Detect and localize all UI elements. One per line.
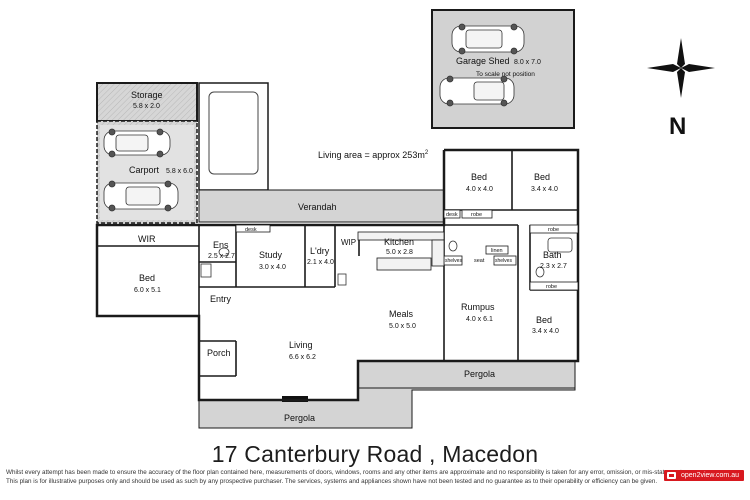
robe-label: robe xyxy=(471,212,482,218)
ldry-dims: 2.1 x 4.0 xyxy=(307,259,334,266)
pergola-right-label: Pergola xyxy=(464,369,495,379)
car-icon xyxy=(103,180,179,212)
storage-label: Storage xyxy=(131,90,163,100)
robe-label: robe xyxy=(548,227,559,233)
shelves-label: shelves xyxy=(445,258,462,264)
rumpus-dims: 4.0 x 6.1 xyxy=(466,316,493,323)
bed-se-label: Bed xyxy=(536,315,552,325)
bath-dims: 2.3 x 2.7 xyxy=(540,263,567,270)
ens-dims: 2.5 x 2.7 xyxy=(208,253,235,260)
meals-label: Meals xyxy=(389,309,414,319)
scale-note: To scale not position xyxy=(476,71,535,78)
rumpus-label: Rumpus xyxy=(461,302,495,312)
verandah-label: Verandah xyxy=(298,202,337,212)
bed-nw-label: Bed xyxy=(471,172,487,182)
garage-shed-dims: 8.0 x 7.0 xyxy=(514,59,541,66)
bed-ne-dims: 3.4 x 4.0 xyxy=(531,186,558,193)
study-label: Study xyxy=(259,250,283,260)
carport-label: Carport xyxy=(129,165,160,175)
living-area-note: Living area = approx 253m2 xyxy=(318,150,429,160)
desk-label: desk xyxy=(446,212,458,218)
verandah-area xyxy=(198,189,445,223)
porch-label: Porch xyxy=(207,348,231,358)
pergola-bottom-area xyxy=(198,387,576,429)
bed-main-label: Bed xyxy=(139,273,155,283)
robe-label: robe xyxy=(546,284,557,290)
disclaimer: Whilst every attempt has been made to en… xyxy=(6,469,684,486)
wip-label: WIP xyxy=(341,238,356,247)
property-address: 17 Canterbury Road , Macedon xyxy=(211,441,539,467)
compass-icon xyxy=(647,38,715,98)
pergola-bottom-label: Pergola xyxy=(284,413,315,423)
car-icon xyxy=(451,23,525,55)
linen-label: linen xyxy=(491,248,503,254)
study-dims: 3.0 x 4.0 xyxy=(259,264,286,271)
car-icon xyxy=(439,75,515,107)
entry-label: Entry xyxy=(210,294,232,304)
bath-label: Bath xyxy=(543,250,562,260)
living-label: Living xyxy=(289,340,313,350)
pool-icon xyxy=(208,91,259,175)
disclaimer-line: This plan is for illustrative purposes o… xyxy=(6,477,658,485)
open2view-logo[interactable]: open2view.com.au xyxy=(664,470,744,481)
meals-dims: 5.0 x 5.0 xyxy=(389,323,416,330)
north-label: N xyxy=(669,113,686,140)
bed-ne-label: Bed xyxy=(534,172,550,182)
wir-label: WIR xyxy=(138,234,156,244)
storage-area xyxy=(96,82,198,122)
bed-nw-dims: 4.0 x 4.0 xyxy=(466,186,493,193)
garage-shed-label: Garage Shed xyxy=(456,56,510,66)
camera-icon xyxy=(667,472,676,479)
bed-main-dims: 6.0 x 5.1 xyxy=(134,287,161,294)
carport-dims: 5.8 x 6.0 xyxy=(166,168,193,175)
kitchen-label: Kitchen xyxy=(384,237,414,247)
logo-text: open2view.com.au xyxy=(681,472,739,479)
ens-label: Ens xyxy=(213,240,229,250)
bed-se-dims: 3.4 x 4.0 xyxy=(532,328,559,335)
desk-label: desk xyxy=(245,227,257,233)
shelves-label: shelves xyxy=(495,258,512,264)
ldry-label: L'dry xyxy=(310,246,330,256)
disclaimer-line: Whilst every attempt has been made to en… xyxy=(6,469,684,476)
storage-dims: 5.8 x 2.0 xyxy=(133,103,160,110)
kitchen-dims: 5.0 x 2.8 xyxy=(386,249,413,256)
car-icon xyxy=(103,128,171,158)
living-dims: 6.6 x 6.2 xyxy=(289,354,316,361)
floor-plan-drawing: Garage Shed 8.0 x 7.0 To scale not posit… xyxy=(95,9,715,429)
seat-label: seat xyxy=(474,258,485,264)
